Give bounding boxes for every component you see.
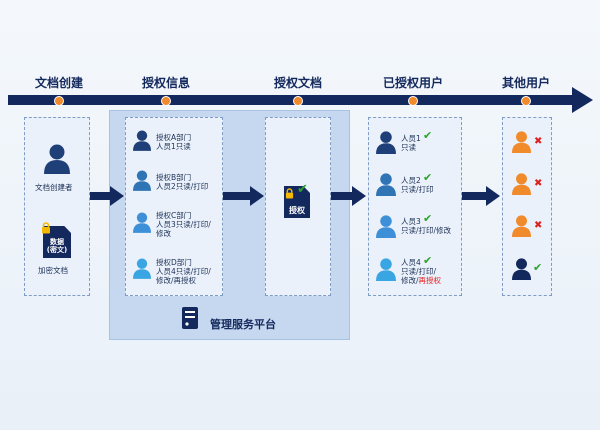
dept-d-person-icon (133, 258, 151, 279)
dept-c-person-icon (133, 212, 151, 233)
authorized-doc-label: 授权 (289, 206, 305, 215)
check-icon: ✔ (423, 254, 433, 267)
creator-person-icon (44, 144, 70, 174)
stage-dot (293, 96, 303, 106)
user-4-name: 人员4 (401, 258, 421, 267)
auth-info-c: 授权C部门 人员3只读/打印/ 修改 (156, 211, 211, 238)
check-icon: ✔ (423, 129, 433, 142)
stage-label-doc-creation: 文档创建 (34, 76, 84, 90)
dept-a-person-icon (133, 130, 151, 151)
stage-label-other-users: 其他用户 (501, 76, 551, 90)
stage-dot (408, 96, 418, 106)
creator-label: 文档创建者 (35, 183, 73, 192)
auth-info-c-line2: 人员3只读/打印/ (156, 220, 211, 229)
auth-info-b-line2: 人员2只读/打印 (156, 182, 209, 191)
other-user-2-person-icon (512, 173, 531, 195)
stage-label-auth-info: 授权信息 (141, 76, 191, 90)
user-4-perm2-red: 再授权 (418, 276, 442, 285)
auth-info-d: 授权D部门 人员4只读/打印/ 修改/再授权 (156, 258, 211, 285)
stage-dot (521, 96, 531, 106)
user-2-name: 人员2 (401, 176, 421, 185)
auth-info-c-line1: 授权C部门 (156, 211, 192, 220)
server-icon (182, 307, 198, 329)
lock-icon (42, 222, 50, 234)
doc-text-line1: 数据 (50, 238, 64, 246)
stage-label-authorized-users: 已授权用户 (382, 76, 444, 90)
auth-info-b: 授权B部门 人员2只读/打印 (156, 173, 208, 191)
authorized-doc-icon (284, 186, 310, 218)
dept-b-person-icon (133, 170, 151, 191)
check-icon: ✔ (297, 182, 308, 197)
cross-icon: ✖ (534, 178, 543, 189)
auth-info-a: 授权A部门 人员1只读 (156, 133, 191, 151)
other-user-4-person-icon (512, 258, 531, 280)
auth-info-a-line1: 授权A部门 (156, 133, 192, 142)
user-1-perm: 只读 (401, 143, 416, 152)
encrypted-doc-label: 加密文档 (38, 266, 68, 275)
user-4-perm: 只读/打印/ (401, 267, 437, 276)
auth-info-a-line2: 人员1只读 (156, 142, 191, 151)
timeline-bar (8, 95, 576, 105)
check-icon: ✔ (423, 171, 433, 184)
stage-dot (54, 96, 64, 106)
user-2-info: 人员2 只读/打印 (401, 176, 434, 194)
user-1-info: 人员1 只读 (401, 134, 421, 152)
auth-info-d-line1: 授权D部门 (156, 258, 192, 267)
user-3-name: 人员3 (401, 217, 421, 226)
user-1-name: 人员1 (401, 134, 421, 143)
check-icon: ✔ (533, 261, 543, 274)
user-1-person-icon (376, 131, 396, 154)
user-3-perm: 只读/打印/修改 (401, 226, 452, 235)
user-4-person-icon (376, 258, 396, 281)
stage-label-auth-doc: 授权文档 (273, 76, 323, 90)
user-4-info: 人员4 只读/打印/ 修改/再授权 (401, 258, 441, 285)
auth-info-d-line3: 修改/再授权 (156, 276, 197, 285)
platform-label: 管理服务平台 (210, 318, 276, 331)
user-2-perm: 只读/打印 (401, 185, 434, 194)
other-user-1-person-icon (512, 131, 531, 153)
auth-info-d-line2: 人员4只读/打印/ (156, 267, 211, 276)
auth-info-c-line3: 修改 (156, 229, 171, 238)
timeline-arrowhead (572, 87, 593, 113)
doc-text: 数据 (密文) (43, 238, 71, 254)
check-icon: ✔ (423, 212, 433, 225)
doc-text-line2: (密文) (46, 246, 68, 254)
flow-arrow (223, 186, 264, 206)
lock-icon (285, 188, 294, 199)
auth-info-b-line1: 授权B部门 (156, 173, 192, 182)
other-user-3-person-icon (512, 215, 531, 237)
user-3-info: 人员3 只读/打印/修改 (401, 217, 451, 235)
flow-arrow (90, 186, 124, 206)
user-4-perm-line2: 修改/再授权 (401, 276, 441, 285)
user-3-person-icon (376, 215, 396, 238)
cross-icon: ✖ (534, 136, 543, 147)
user-2-person-icon (376, 173, 396, 196)
user-4-perm2: 修改/ (401, 276, 419, 285)
stage-dot (161, 96, 171, 106)
cross-icon: ✖ (534, 220, 543, 231)
flow-arrow (462, 186, 500, 206)
flow-arrow (331, 186, 366, 206)
